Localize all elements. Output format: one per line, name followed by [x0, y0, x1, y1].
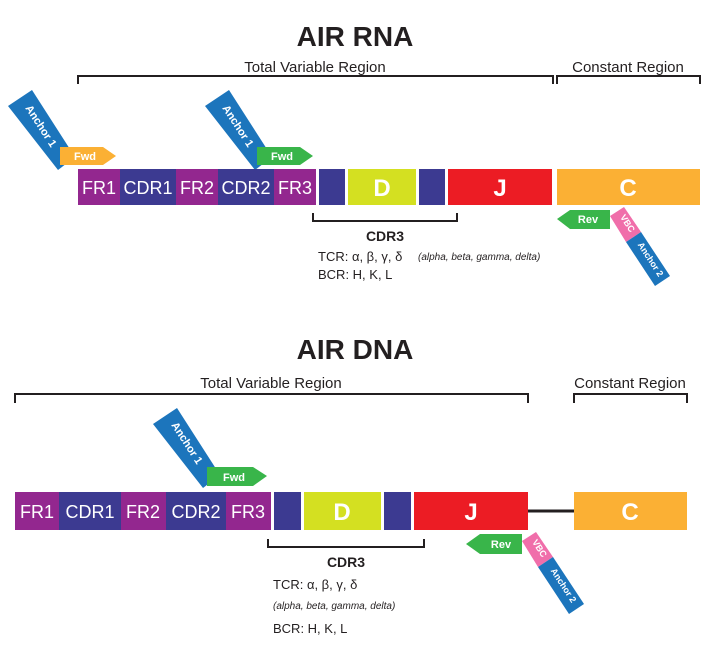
fwd-arrow: [257, 147, 313, 165]
dna-n1: [274, 492, 301, 530]
vbc-tag: [610, 207, 641, 242]
rna-title: AIR RNA: [297, 21, 414, 52]
dna-constant-label: Constant Region: [574, 375, 686, 392]
svg-text:CDR2: CDR2: [171, 502, 220, 522]
dna-anchor2-tag: Anchor 2: [538, 557, 584, 614]
svg-text:Rev: Rev: [491, 539, 512, 551]
rna-bcr-line: BCR: H, K, L: [318, 267, 392, 282]
rna-total-variable-label: Total Variable Region: [244, 59, 385, 76]
svg-text:C: C: [619, 175, 636, 202]
fwd-arrow: [207, 467, 267, 486]
rna-fr3: [274, 169, 316, 205]
anchor2-tag: [626, 232, 670, 286]
svg-text:Fwd: Fwd: [74, 151, 96, 163]
dna-fr2: [121, 492, 166, 530]
rna-rev-primer: Rev: [557, 210, 610, 229]
svg-text:Fwd: Fwd: [223, 472, 245, 484]
svg-text:Rev: Rev: [578, 214, 599, 226]
rna-cdr1: [120, 169, 176, 205]
svg-text:CDR2: CDR2: [221, 178, 270, 198]
dna-n2: [384, 492, 411, 530]
svg-text:Fwd: Fwd: [271, 151, 293, 163]
rna-tcr-line: TCR: α, β, γ, δ: [318, 249, 402, 264]
dna-j: [414, 492, 528, 530]
rna-fwd-primer-b: Fwd: [257, 147, 313, 165]
dna-cdr3-label: CDR3: [327, 554, 365, 570]
svg-text:C: C: [621, 499, 638, 526]
svg-text:FR1: FR1: [20, 502, 54, 522]
svg-text:D: D: [333, 499, 350, 526]
svg-text:CDR1: CDR1: [123, 178, 172, 198]
rna-fr1: [78, 169, 120, 205]
svg-text:FR3: FR3: [278, 178, 312, 198]
rna-j: [448, 169, 552, 205]
dna-cdr1: [59, 492, 121, 530]
svg-text:J: J: [464, 499, 477, 526]
dna-constant-bracket: [573, 393, 688, 403]
svg-text:D: D: [373, 175, 390, 202]
anchor1-tag: [153, 408, 220, 488]
rna-n1: [319, 169, 345, 205]
dna-tcr-line: TCR: α, β, γ, δ: [273, 577, 357, 592]
svg-text:FR2: FR2: [180, 178, 214, 198]
dna-total-variable-bracket: [14, 393, 529, 403]
svg-text:FR2: FR2: [126, 502, 160, 522]
anchor1-tag: [8, 90, 75, 170]
rna-constant-bracket: [556, 75, 701, 84]
dna-segment-bar: FR1 CDR1 FR2 CDR2 FR3 D J C: [15, 492, 687, 530]
rna-fwd-primer-a: Fwd: [60, 147, 116, 165]
dna-rev-primer: Rev: [466, 534, 522, 554]
rna-d: [348, 169, 416, 205]
rna-tcr-italic: (alpha, beta, gamma, delta): [418, 252, 540, 263]
rna-fr2: [176, 169, 218, 205]
dna-fr1: [15, 492, 59, 530]
dna-bcr-line: BCR: H, K, L: [273, 621, 347, 636]
vbc-tag: [522, 532, 553, 567]
dna-fr3: [226, 492, 271, 530]
svg-text:J: J: [493, 175, 506, 202]
rna-n2: [419, 169, 445, 205]
dna-total-variable-label: Total Variable Region: [200, 375, 341, 392]
svg-text:CDR1: CDR1: [65, 502, 114, 522]
anchor1-tag: [205, 90, 272, 170]
rna-cdr3-bracket: [312, 213, 458, 222]
dna-fwd-primer: Fwd: [207, 467, 267, 486]
rna-cdr2: [218, 169, 274, 205]
dna-cdr2: [166, 492, 226, 530]
rna-cdr3-label: CDR3: [366, 228, 404, 244]
rev-arrow: [557, 210, 610, 229]
rna-anchor2-tag: Anchor 2: [626, 232, 670, 286]
rna-total-variable-bracket: [77, 75, 554, 84]
dna-title: AIR DNA: [297, 334, 414, 365]
anchor2-tag: [538, 557, 584, 614]
fwd-arrow: [60, 147, 116, 165]
svg-text:FR3: FR3: [231, 502, 265, 522]
svg-text:FR1: FR1: [82, 178, 116, 198]
dna-cdr3-bracket: [267, 539, 425, 548]
rev-arrow: [466, 534, 522, 554]
rna-c: [557, 169, 700, 205]
rna-segment-bar: FR1 CDR1 FR2 CDR2 FR3 D J C: [78, 169, 700, 205]
dna-tcr-italic: (alpha, beta, gamma, delta): [273, 601, 395, 612]
dna-d: [304, 492, 381, 530]
rna-constant-label: Constant Region: [572, 59, 684, 76]
dna-c: [574, 492, 687, 530]
